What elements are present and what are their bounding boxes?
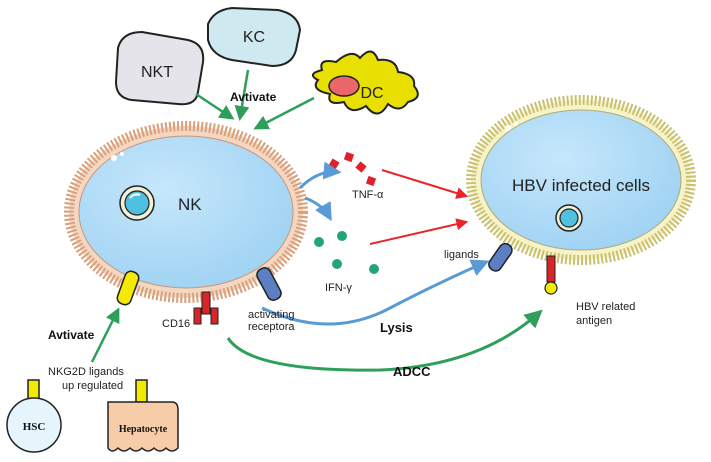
nk-label: NK xyxy=(178,195,202,214)
tnf-to-hbv-arrow xyxy=(381,169,469,199)
dc-cell: DC xyxy=(311,50,419,115)
kc-label: KC xyxy=(243,29,265,46)
activating-label-1: activating xyxy=(248,309,294,321)
adcc-label: ADCC xyxy=(393,364,431,379)
activating-receptor xyxy=(256,267,282,301)
hsc-cell: HSC xyxy=(6,379,62,453)
adcc-arrow xyxy=(226,309,543,372)
secretion-arrow-tnf xyxy=(298,161,342,190)
kc-cell: KC xyxy=(207,6,302,68)
activate-bottom-label: Avtivate xyxy=(48,328,95,342)
nkt-cell: NKT xyxy=(114,30,205,106)
dc-label: DC xyxy=(360,85,383,102)
hbv-antigen-label-2: antigen xyxy=(576,315,612,327)
nkg2d-label-1: NKG2D ligands xyxy=(48,366,124,378)
hepatocyte-cell: Hepatocyte xyxy=(107,379,179,452)
lysis-label: Lysis xyxy=(380,320,413,335)
hbv-antigen xyxy=(544,255,558,295)
hepatocyte-label: Hepatocyte xyxy=(119,424,168,435)
hsc-label: HSC xyxy=(23,421,46,433)
hbv-ligand xyxy=(488,242,513,272)
nkg2d-receptor xyxy=(116,270,140,306)
hbv-antigen-label-1: HBV related xyxy=(576,301,635,313)
secretion-arrow-ifn xyxy=(304,196,332,222)
ifn-label: IFN-γ xyxy=(325,282,352,294)
ligands-label: ligands xyxy=(444,249,479,261)
cd16-receptor xyxy=(193,291,219,325)
nk-cell: NK xyxy=(64,121,308,303)
tnf-label: TNF-α xyxy=(352,189,384,201)
ifn-particles xyxy=(314,231,379,274)
activation-arrows xyxy=(195,69,315,130)
lysis-arrow xyxy=(261,259,490,326)
activating-label-2: receptora xyxy=(248,321,295,333)
nkg2d-activation-arrow xyxy=(90,307,120,363)
hbv-label: HBV infected cells xyxy=(512,176,650,195)
nkt-label: NKT xyxy=(141,64,173,81)
nk-nucleus xyxy=(119,185,155,221)
tnf-particles xyxy=(328,151,377,187)
ifn-to-hbv-arrow xyxy=(369,218,469,245)
dc-nucleus xyxy=(328,75,360,97)
hbv-nucleus xyxy=(555,204,583,232)
hbv-infected-cell: HBV infected cells xyxy=(466,95,696,265)
cd16-label: CD16 xyxy=(162,318,190,330)
nkg2d-label-2: up regulated xyxy=(62,380,123,392)
activate-top-label: Avtivate xyxy=(230,90,277,104)
